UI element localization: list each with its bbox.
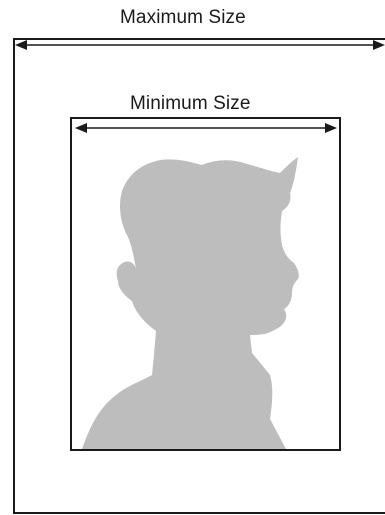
minimum-size-arrowhead-left xyxy=(75,123,87,133)
minimum-size-arrowhead-right xyxy=(325,123,337,133)
maximum-size-arrowhead-right xyxy=(373,40,385,50)
minimum-size-arrow-icon xyxy=(75,123,337,133)
maximum-size-arrow-icon xyxy=(15,40,385,50)
maximum-size-arrowhead-left xyxy=(15,40,27,50)
